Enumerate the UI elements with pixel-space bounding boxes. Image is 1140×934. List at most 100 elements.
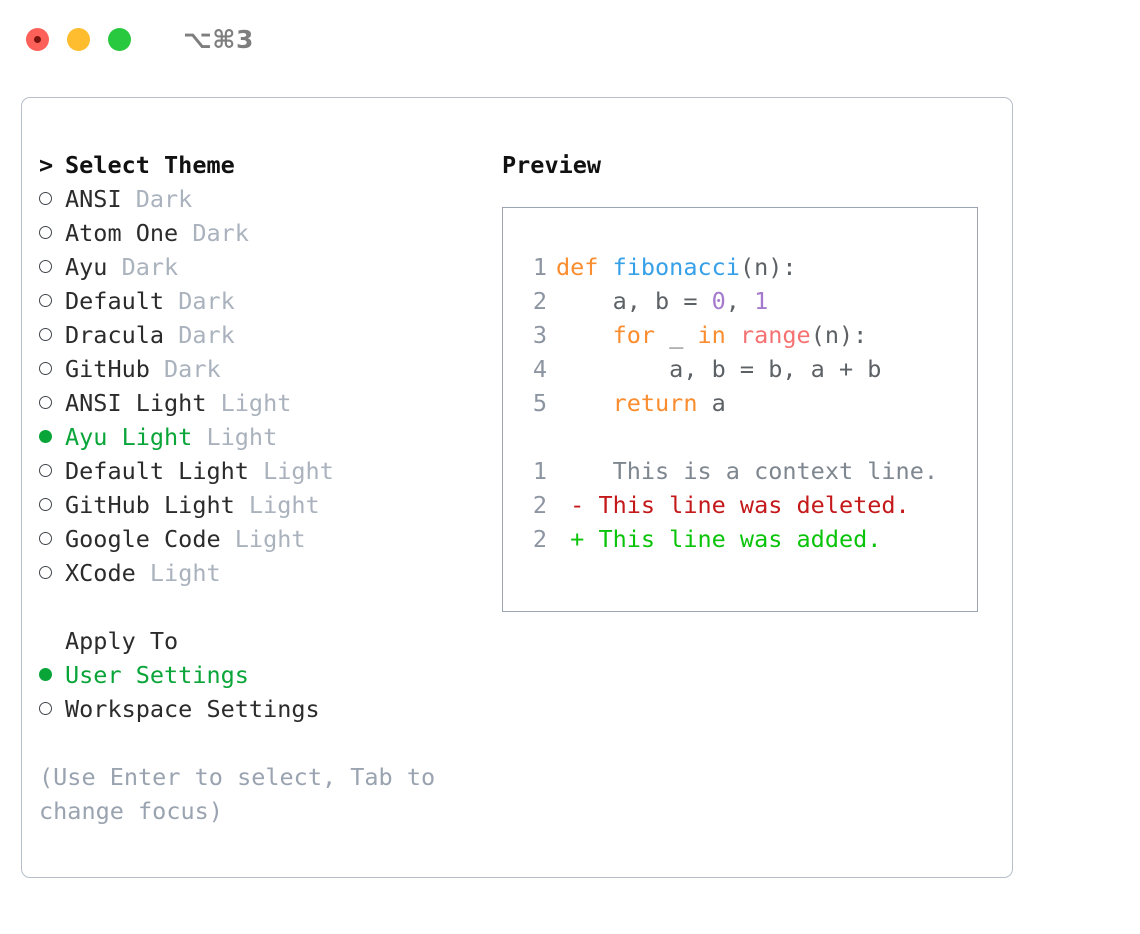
apply-to-option-0[interactable]: User Settings — [39, 658, 479, 692]
minimize-button[interactable] — [67, 27, 90, 51]
code-token-fn: fibonacci — [612, 253, 740, 281]
theme-option-8[interactable]: Default Light Light — [39, 454, 479, 488]
theme-option-0[interactable]: ANSI Dark — [39, 182, 479, 216]
diff-sample: 1 This is a context line. 2 - This line w… — [517, 454, 977, 556]
radio-unselected-icon — [39, 566, 52, 579]
apply-to-title: Apply To — [65, 627, 179, 655]
theme-option-4[interactable]: Dracula Dark — [39, 318, 479, 352]
code-diff-gap — [517, 420, 977, 454]
theme-option-category: Light — [248, 457, 334, 485]
code-token-call: range — [739, 321, 811, 349]
diff-line-number: 1 — [532, 457, 547, 485]
radio-marker — [39, 318, 65, 352]
diff-line-number: 2 — [532, 491, 547, 519]
code-token-punct: (n): — [739, 253, 797, 281]
radio-unselected-icon — [39, 226, 52, 239]
diff-line-number: 2 — [532, 525, 547, 553]
theme-option-6[interactable]: ANSI Light Light — [39, 386, 479, 420]
theme-option-label: ANSI — [65, 185, 122, 213]
theme-option-label: Ayu Light — [65, 423, 193, 451]
theme-option-category: Dark — [107, 253, 179, 281]
theme-option-label: XCode — [65, 559, 136, 587]
radio-unselected-icon — [39, 532, 52, 545]
theme-option-category: Light — [192, 423, 278, 451]
code-token-num: 0 — [711, 287, 726, 315]
code-line-number: 2 — [532, 287, 547, 315]
code-line-4: 5 return a — [517, 386, 977, 420]
code-line-number: 4 — [532, 355, 547, 383]
theme-option-label: Atom One — [65, 219, 179, 247]
section-spacer — [39, 590, 479, 624]
apply-to-marker-placeholder — [39, 624, 65, 658]
theme-option-label: GitHub — [65, 355, 150, 383]
theme-option-11[interactable]: XCode Light — [39, 556, 479, 590]
code-token-plain: a — [697, 389, 726, 417]
apply-to-option-label: User Settings — [65, 661, 249, 689]
preview-title: Preview — [502, 151, 602, 179]
theme-option-category: Dark — [121, 185, 193, 213]
theme-option-category: Light — [220, 525, 306, 553]
theme-option-label: Default — [65, 287, 165, 315]
theme-option-3[interactable]: Default Dark — [39, 284, 479, 318]
radio-unselected-icon — [39, 702, 52, 715]
select-theme-title: Select Theme — [65, 151, 235, 179]
radio-unselected-icon — [39, 294, 52, 307]
code-line-text: def fibonacci(n): — [556, 250, 797, 284]
diff-line-text-del: - This line was deleted. — [556, 491, 910, 519]
theme-option-1[interactable]: Atom One Dark — [39, 216, 479, 250]
apply-to-option-1[interactable]: Workspace Settings — [39, 692, 479, 726]
radio-marker — [39, 182, 65, 216]
diff-line-text-add: + This line was added. — [556, 525, 882, 553]
keyboard-shortcut-label: ⌥⌘3 — [183, 24, 254, 54]
code-token-plain: a, b = b, a + b — [556, 355, 882, 383]
code-line-number: 1 — [532, 253, 547, 281]
radio-marker — [39, 386, 65, 420]
radio-marker — [39, 658, 65, 692]
theme-option-7[interactable]: Ayu Light Light — [39, 420, 479, 454]
close-button[interactable] — [26, 27, 49, 51]
radio-unselected-icon — [39, 260, 52, 273]
apply-to-header: Apply To — [39, 624, 479, 658]
theme-option-label: ANSI Light — [65, 389, 207, 417]
radio-unselected-icon — [39, 396, 52, 409]
theme-option-2[interactable]: Ayu Dark — [39, 250, 479, 284]
diff-line-2: 2 + This line was added. — [517, 522, 977, 556]
theme-option-category: Light — [234, 491, 320, 519]
code-token-plain: a, b = — [556, 287, 712, 315]
code-line-text: for _ in range(n): — [556, 318, 868, 352]
diff-line-0: 1 This is a context line. — [517, 454, 977, 488]
traffic-lights — [26, 27, 131, 51]
radio-marker — [39, 522, 65, 556]
radio-marker — [39, 284, 65, 318]
theme-option-category: Light — [135, 559, 221, 587]
hint-spacer — [39, 726, 479, 760]
radio-unselected-icon — [39, 192, 52, 205]
radio-unselected-icon — [39, 498, 52, 511]
code-line-text: a, b = 0, 1 — [556, 284, 769, 318]
theme-option-category: Dark — [149, 355, 221, 383]
theme-option-9[interactable]: GitHub Light Light — [39, 488, 479, 522]
radio-marker — [39, 216, 65, 250]
code-line-3: 4 a, b = b, a + b — [517, 352, 977, 386]
theme-option-10[interactable]: Google Code Light — [39, 522, 479, 556]
select-theme-header: > Select Theme — [39, 148, 479, 182]
code-token-kw: for — [612, 321, 656, 349]
code-line-number: 3 — [532, 321, 547, 349]
theme-option-label: Google Code — [65, 525, 221, 553]
code-token-plain — [556, 321, 613, 349]
prompt-caret-icon: > — [39, 151, 54, 179]
theme-option-label: Default Light — [65, 457, 249, 485]
code-line-0: 1 def fibonacci(n): — [517, 250, 977, 284]
theme-option-5[interactable]: GitHub Dark — [39, 352, 479, 386]
code-token-plain: _ — [655, 321, 698, 349]
radio-marker — [39, 556, 65, 590]
code-token-punct: (n): — [810, 321, 868, 349]
code-line-1: 2 a, b = 0, 1 — [517, 284, 977, 318]
code-token-kw: in — [697, 321, 726, 349]
maximize-button[interactable] — [108, 27, 131, 51]
